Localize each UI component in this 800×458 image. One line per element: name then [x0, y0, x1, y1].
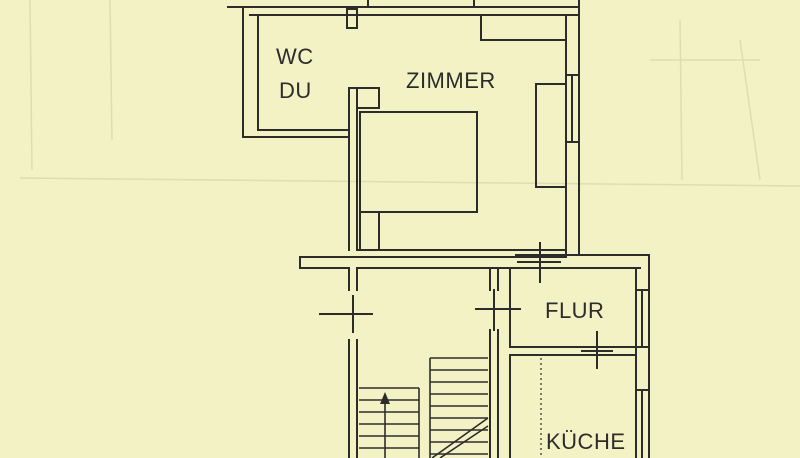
room-label-zimmer: ZIMMER: [406, 68, 496, 93]
staircase-left: [359, 387, 420, 458]
room-label-du: DU: [279, 78, 312, 103]
room-label-flur: FLUR: [545, 298, 605, 323]
room-label-kueche: KÜCHE: [546, 429, 626, 454]
background-bleed-lines: [19, 0, 800, 187]
staircase-right: [429, 357, 489, 458]
room-label-wc: WC: [276, 44, 314, 69]
walls: [227, 0, 650, 458]
stair-direction-arrow-icon: [380, 392, 390, 404]
